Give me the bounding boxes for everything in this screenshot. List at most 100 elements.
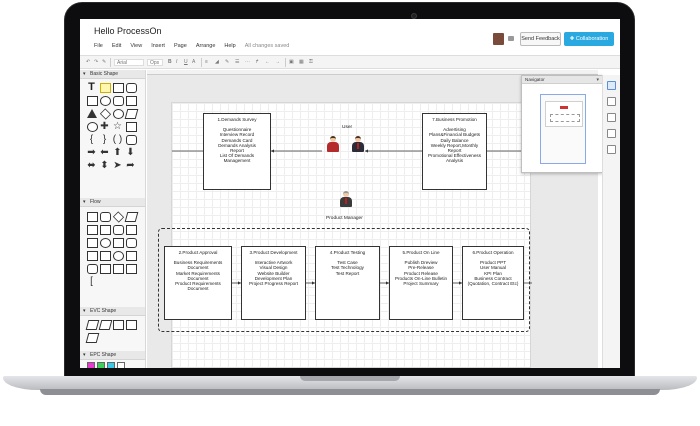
- menu-arrange[interactable]: Arrange: [195, 43, 216, 49]
- card-shape[interactable]: [85, 236, 98, 249]
- step-product-testing[interactable]: 4.Product Testing Test Case Test Technol…: [315, 246, 380, 320]
- display-shape[interactable]: [124, 236, 137, 249]
- preparation-shape[interactable]: [111, 236, 124, 249]
- business-promotion-box[interactable]: 7.Business Promotion Advertising Plans&F…: [422, 113, 487, 190]
- bent-arrow-shape[interactable]: ➦: [126, 160, 135, 171]
- line-width-icon[interactable]: ☰: [235, 59, 240, 65]
- diamond-shape[interactable]: [98, 107, 111, 120]
- hexagon-shape[interactable]: [124, 94, 137, 107]
- layers-icon[interactable]: [607, 113, 616, 122]
- process-group-frame[interactable]: [158, 228, 530, 332]
- epc-info-shape[interactable]: [107, 362, 115, 368]
- evc-end-shape[interactable]: [124, 318, 137, 331]
- user-female-icon[interactable]: [327, 136, 339, 152]
- parenthesis-shape[interactable]: ( ): [112, 134, 123, 145]
- navigator-toggle-icon[interactable]: [607, 81, 616, 90]
- off-page-shape[interactable]: [111, 249, 124, 262]
- product-manager-icon[interactable]: [340, 191, 352, 207]
- page-settings-icon[interactable]: [607, 145, 616, 154]
- collapse-icon[interactable]: ▾: [596, 77, 599, 83]
- evc-start-shape[interactable]: [111, 318, 124, 331]
- star-shape[interactable]: ☆: [113, 121, 122, 132]
- font-size-select[interactable]: Ops: [147, 59, 163, 66]
- menu-page[interactable]: Page: [173, 43, 187, 49]
- manual-input-shape[interactable]: [124, 223, 137, 236]
- step-product-operation[interactable]: 6.Product Operation Product PPT User Man…: [462, 246, 524, 320]
- lock-icon[interactable]: ⚿: [309, 59, 313, 65]
- parallelogram-shape[interactable]: [124, 107, 137, 120]
- fill-icon[interactable]: ◢: [215, 59, 219, 65]
- menu-edit[interactable]: Edit: [111, 43, 122, 49]
- menu-insert[interactable]: Insert: [151, 43, 165, 49]
- evc-process-shape[interactable]: [98, 318, 111, 331]
- arrow-down-shape[interactable]: ⬇: [126, 147, 135, 158]
- step-product-on-line[interactable]: 5.Product On Line Publish Dreview Pre-Re…: [389, 246, 453, 320]
- collaboration-button[interactable]: ✚ Collaboration: [564, 32, 614, 46]
- left-brace-shape[interactable]: {: [89, 134, 94, 145]
- menu-view[interactable]: View: [130, 43, 143, 49]
- cross-shape[interactable]: ✚: [100, 121, 109, 132]
- updown-arrow-shape[interactable]: ⬍: [100, 160, 109, 171]
- note-shape[interactable]: [98, 81, 111, 94]
- annotation-shape[interactable]: [: [90, 276, 93, 287]
- rectangle-shape[interactable]: [111, 81, 124, 94]
- section-epc-shape[interactable]: EPC Shape: [80, 351, 145, 360]
- italic-icon[interactable]: I: [176, 59, 178, 65]
- step-product-approval[interactable]: 2.Product Approval Business Requirements…: [164, 246, 232, 320]
- format-painter-icon[interactable]: ✎: [102, 59, 107, 65]
- line-color-icon[interactable]: ✎: [225, 59, 230, 65]
- section-evc-shape[interactable]: EVC Shape: [80, 307, 145, 316]
- epc-unit-shape[interactable]: [117, 362, 125, 368]
- font-color-icon[interactable]: A: [192, 59, 196, 65]
- data-shape[interactable]: [124, 210, 137, 223]
- bold-icon[interactable]: B: [168, 59, 172, 65]
- underline-icon[interactable]: U: [184, 59, 188, 65]
- send-feedback-button[interactable]: Send Feedback: [520, 32, 561, 46]
- cylinder-shape[interactable]: [124, 120, 137, 133]
- connector-icon[interactable]: ↱: [255, 59, 260, 65]
- section-flow[interactable]: Flow: [80, 198, 145, 207]
- alternate-process-shape[interactable]: [111, 223, 124, 236]
- process-shape[interactable]: [85, 210, 98, 223]
- align-icon[interactable]: ≡: [205, 59, 208, 65]
- redo-icon[interactable]: ↷: [94, 59, 99, 65]
- navigator-panel[interactable]: Navigator ▾: [521, 75, 603, 173]
- decision-shape[interactable]: [111, 210, 124, 223]
- font-select[interactable]: Arial: [114, 59, 144, 66]
- arrow-left-shape[interactable]: ⬅: [100, 147, 109, 158]
- epc-event-shape[interactable]: [87, 362, 95, 368]
- line-style-icon[interactable]: ⋯: [245, 59, 250, 65]
- group-icon[interactable]: ▦: [299, 59, 304, 65]
- user-male-icon[interactable]: [352, 136, 364, 152]
- epc-function-shape[interactable]: [97, 362, 105, 368]
- avatar[interactable]: [493, 33, 504, 45]
- menu-file[interactable]: File: [94, 43, 103, 49]
- pentagon-shape[interactable]: [111, 94, 124, 107]
- demands-survey-box[interactable]: 1.Demands Survey Questionnaire Interview…: [203, 113, 271, 190]
- delay-shape[interactable]: [85, 262, 98, 275]
- circle-shape[interactable]: [98, 94, 111, 107]
- image-icon[interactable]: [607, 97, 616, 106]
- double-arrow-shape[interactable]: ⬌: [87, 160, 96, 171]
- connector-shape[interactable]: [98, 236, 111, 249]
- arrange-icon[interactable]: ▣: [289, 59, 294, 65]
- section-basic-shape[interactable]: Basic Shape: [80, 70, 145, 79]
- arrow-right-shape[interactable]: ➡: [87, 147, 96, 158]
- canvas-area[interactable]: 1.Demands Survey Questionnaire Interview…: [147, 70, 598, 368]
- database-shape[interactable]: [124, 249, 137, 262]
- rounded-rectangle-shape[interactable]: [124, 81, 137, 94]
- multi-document-shape[interactable]: [111, 262, 124, 275]
- right-brace-shape[interactable]: }: [102, 134, 107, 145]
- undo-icon[interactable]: ↶: [86, 59, 91, 65]
- ellipse-shape[interactable]: [111, 107, 124, 120]
- punched-tape-shape[interactable]: [124, 262, 137, 275]
- terminator-shape[interactable]: [98, 210, 111, 223]
- evc-value-shape[interactable]: [85, 331, 98, 344]
- callout-shape[interactable]: [124, 133, 137, 146]
- predefined-process-shape[interactable]: [98, 223, 111, 236]
- triangle-shape[interactable]: [85, 107, 98, 120]
- document-shape[interactable]: [85, 223, 98, 236]
- step-product-development[interactable]: 3.Product Development Interactive Artwor…: [241, 246, 306, 320]
- chat-icon[interactable]: [508, 36, 514, 41]
- menu-help[interactable]: Help: [224, 43, 236, 49]
